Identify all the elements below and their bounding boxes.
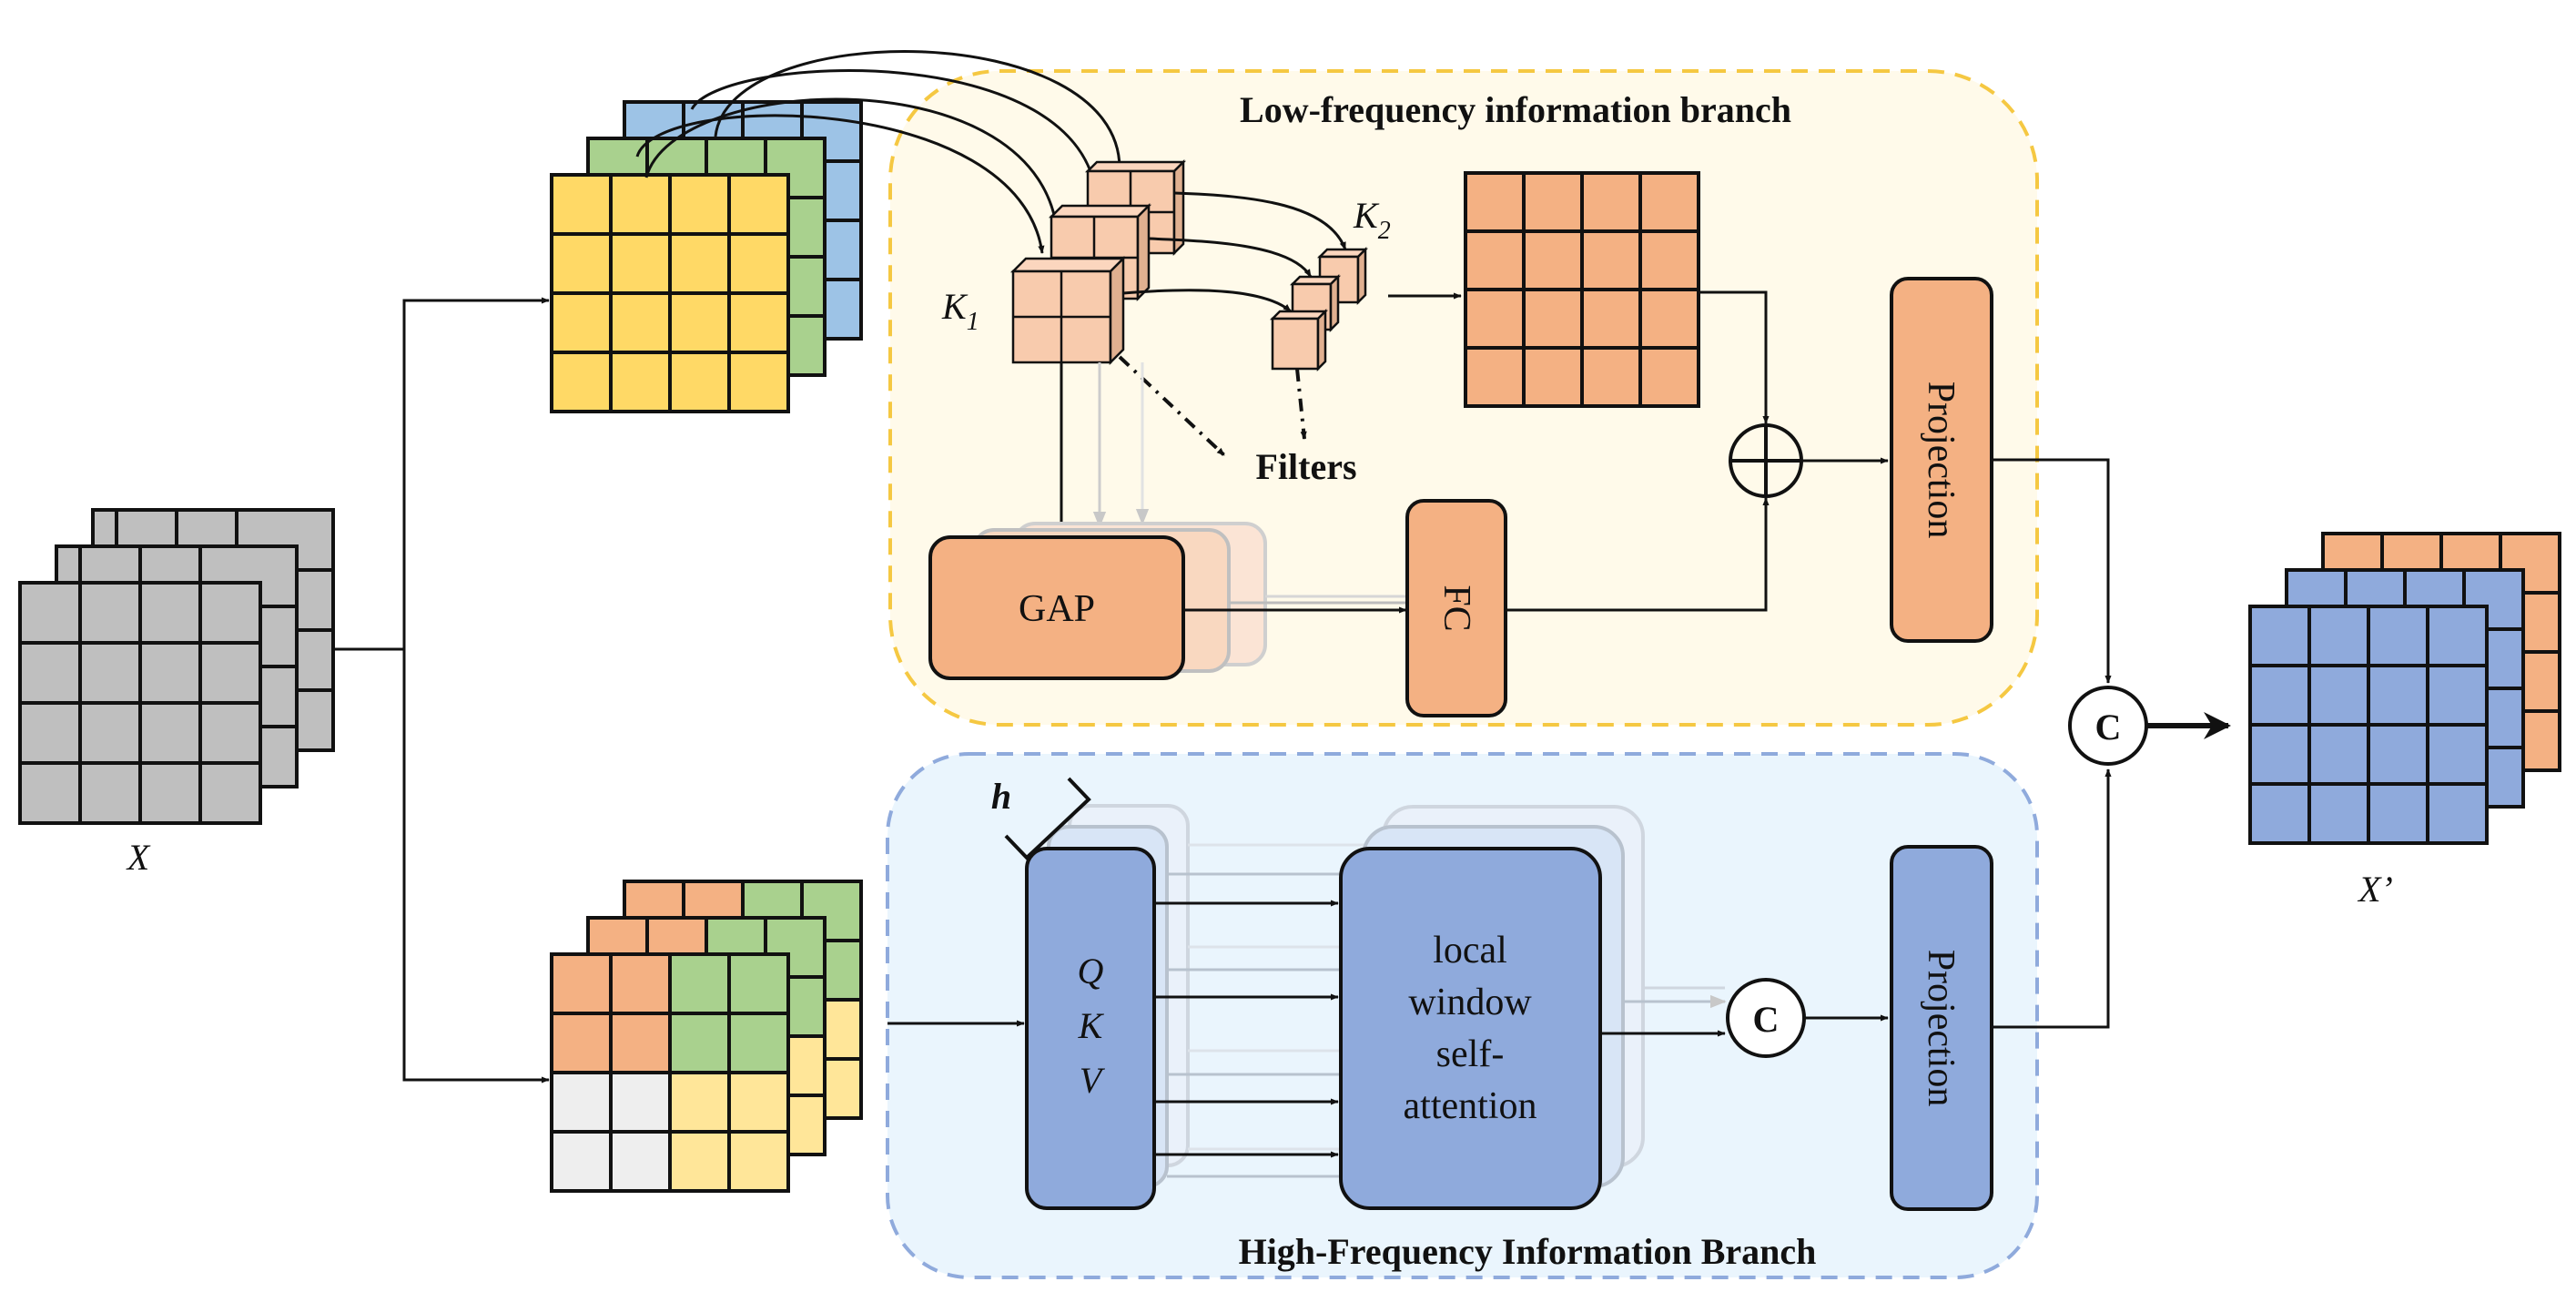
lwsa-label-line1: local xyxy=(1433,930,1507,972)
q-label: Q xyxy=(1078,951,1104,992)
fc-block xyxy=(1405,499,1507,717)
input-label: X xyxy=(126,837,151,878)
h-label: h xyxy=(991,776,1011,817)
input-feature-map xyxy=(18,508,335,825)
add-operator xyxy=(1729,423,1803,498)
k-label: K xyxy=(1078,1005,1105,1046)
low-frequency-feature-stack xyxy=(550,100,863,413)
qkv-block xyxy=(1025,847,1156,1210)
filters-label: Filters xyxy=(1255,446,1356,487)
gap-block xyxy=(928,535,1185,680)
k1-label: K1 xyxy=(941,286,979,336)
gap-label: GAP xyxy=(1019,588,1095,630)
concat-high-label: C xyxy=(1753,999,1780,1040)
lwsa-label-line3: self- xyxy=(1436,1033,1505,1075)
k2-label: K2 xyxy=(1353,195,1391,245)
v-label: V xyxy=(1080,1060,1106,1101)
fc-label: FC xyxy=(1435,585,1477,631)
lwsa-label-line2: window xyxy=(1408,982,1532,1023)
concat-output-label: C xyxy=(2095,707,2122,748)
k2-kernel-cubes xyxy=(1269,246,1369,372)
lwsa-label-line4: attention xyxy=(1404,1085,1537,1127)
local-window-self-attention-block xyxy=(1339,847,1602,1210)
low-branch-title: Low-frequency information branch xyxy=(1240,89,1791,130)
high-frequency-feature-stack xyxy=(550,880,863,1193)
projection-high-label: Projection xyxy=(1920,950,1962,1107)
head-bracket xyxy=(1004,777,1091,860)
low-frequency-output-grid xyxy=(1464,171,1700,408)
output-label: X’ xyxy=(2357,869,2393,910)
k1-kernel-cubes xyxy=(1009,158,1187,366)
output-feature-map xyxy=(2248,532,2561,845)
projection-low-label: Projection xyxy=(1920,381,1962,539)
high-branch-title: High-Frequency Information Branch xyxy=(1239,1231,1817,1272)
